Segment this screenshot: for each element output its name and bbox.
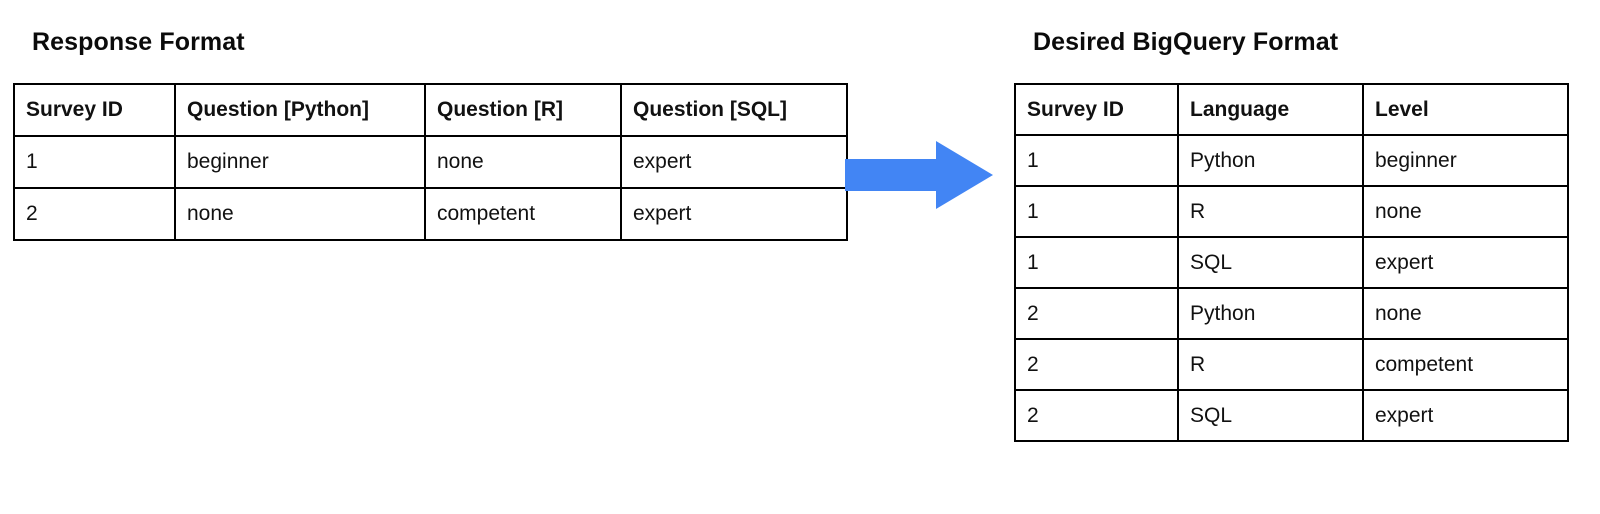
cell-level: beginner xyxy=(1362,134,1569,187)
cell-survey-id: 2 xyxy=(13,187,176,241)
cell-level: none xyxy=(1362,287,1569,340)
cell-question-sql: expert xyxy=(620,135,848,189)
column-header-question-r: Question [R] xyxy=(424,83,622,137)
bigquery-format-table: Survey ID Language Level 1 Python beginn… xyxy=(1014,83,1569,442)
arrow-right-icon xyxy=(845,141,993,209)
table-row: 2 R competent xyxy=(1014,338,1569,391)
cell-language: Python xyxy=(1177,287,1364,340)
cell-question-r: none xyxy=(424,135,622,189)
cell-survey-id: 1 xyxy=(1014,185,1179,238)
cell-survey-id: 2 xyxy=(1014,338,1179,391)
table-row: 1 SQL expert xyxy=(1014,236,1569,289)
transform-arrow xyxy=(824,138,996,212)
table-row: 1 R none xyxy=(1014,185,1569,238)
cell-level: expert xyxy=(1362,236,1569,289)
column-header-survey-id: Survey ID xyxy=(13,83,176,137)
cell-level: competent xyxy=(1362,338,1569,391)
response-format-title: Response Format xyxy=(32,28,245,56)
cell-level: none xyxy=(1362,185,1569,238)
response-format-panel: Response Format Survey ID Question [Pyth… xyxy=(13,30,848,241)
cell-survey-id: 2 xyxy=(1014,389,1179,442)
column-header-question-python: Question [Python] xyxy=(174,83,426,137)
column-header-language: Language xyxy=(1177,83,1364,136)
cell-survey-id: 1 xyxy=(1014,134,1179,187)
column-header-survey-id: Survey ID xyxy=(1014,83,1179,136)
column-header-question-sql: Question [SQL] xyxy=(620,83,848,137)
cell-language: SQL xyxy=(1177,236,1364,289)
cell-level: expert xyxy=(1362,389,1569,442)
cell-language: R xyxy=(1177,185,1364,238)
cell-language: Python xyxy=(1177,134,1364,187)
bigquery-format-title: Desired BigQuery Format xyxy=(1033,28,1339,56)
response-format-table: Survey ID Question [Python] Question [R]… xyxy=(13,83,848,241)
cell-survey-id: 1 xyxy=(13,135,176,189)
cell-survey-id: 1 xyxy=(1014,236,1179,289)
cell-question-python: beginner xyxy=(174,135,426,189)
cell-survey-id: 2 xyxy=(1014,287,1179,340)
bigquery-format-panel: Desired BigQuery Format Survey ID Langua… xyxy=(1014,30,1569,442)
table-row: 2 Python none xyxy=(1014,287,1569,340)
table-row: 2 none competent expert xyxy=(13,187,848,241)
table-row: 2 SQL expert xyxy=(1014,389,1569,442)
table-header-row: Survey ID Language Level xyxy=(1014,83,1569,136)
cell-language: SQL xyxy=(1177,389,1364,442)
cell-question-r: competent xyxy=(424,187,622,241)
table-row: 1 Python beginner xyxy=(1014,134,1569,187)
column-header-level: Level xyxy=(1362,83,1569,136)
cell-question-python: none xyxy=(174,187,426,241)
cell-language: R xyxy=(1177,338,1364,391)
table-row: 1 beginner none expert xyxy=(13,135,848,189)
table-header-row: Survey ID Question [Python] Question [R]… xyxy=(13,83,848,137)
cell-question-sql: expert xyxy=(620,187,848,241)
